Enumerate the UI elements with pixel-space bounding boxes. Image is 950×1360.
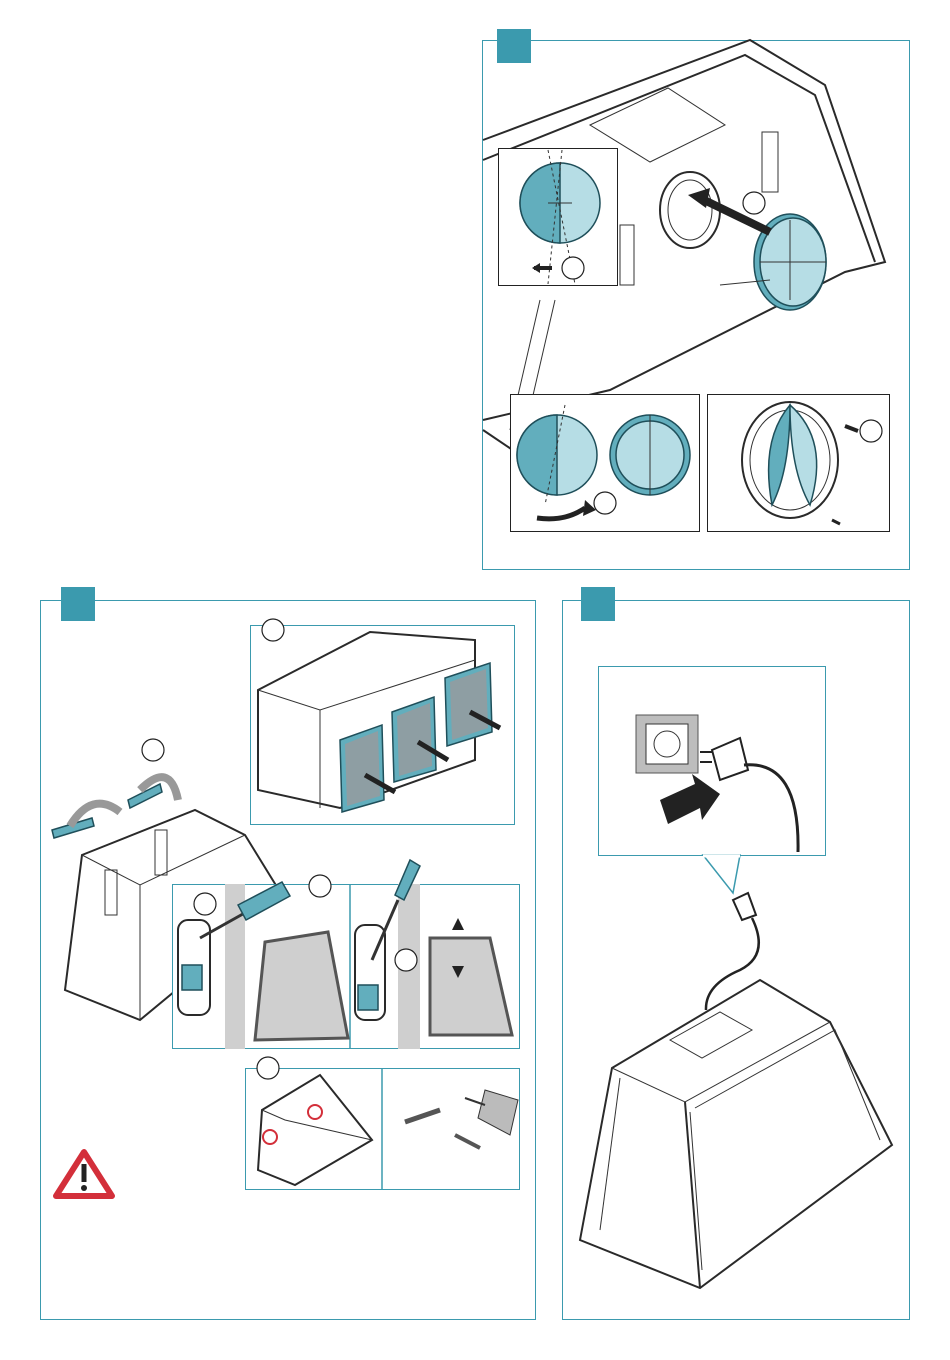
section-tag <box>581 587 615 621</box>
damper-detail-2 <box>510 394 700 532</box>
filter-removal-detail <box>250 625 515 825</box>
section-tag <box>497 29 531 63</box>
plug-detail <box>598 666 826 856</box>
bracket-adjust-detail <box>172 884 520 1049</box>
damper-detail-3 <box>707 394 890 532</box>
wall-fixing-detail <box>245 1068 520 1190</box>
section-tag <box>61 587 95 621</box>
damper-detail-1 <box>498 148 618 286</box>
